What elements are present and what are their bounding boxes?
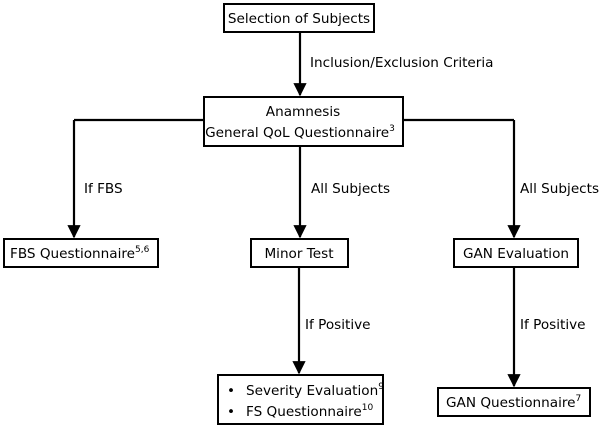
node-anamnesis-subtitle: General QoL Questionnaire [205,125,389,141]
svg-text:FBS Questionnaire5,6: FBS Questionnaire5,6 [10,245,150,262]
svg-text:FS Questionnaire10: FS Questionnaire10 [246,403,373,420]
node-fbs-questionnaire: FBS Questionnaire5,6 [3,238,159,268]
edge-label-if-positive-right: If Positive [520,317,586,333]
edge-label-if-fbs: If FBS [84,181,123,197]
node-fs-label: FS Questionnaire [246,404,362,420]
node-gan-label: GAN Evaluation [463,246,569,262]
svg-text:Severity Evaluation9: Severity Evaluation9 [246,382,384,399]
node-severity-label: Severity Evaluation [246,383,378,399]
edge-label-all-subjects-center: All Subjects [311,181,390,197]
svg-text:General QoL Questionnaire3: General QoL Questionnaire3 [205,124,395,141]
svg-text:GAN Questionnaire7: GAN Questionnaire7 [446,394,581,411]
node-severity-ref: 9 [378,382,384,392]
node-selection-of-subjects: Selection of Subjects [223,3,375,33]
node-minor-label: Minor Test [264,246,333,262]
node-anamnesis-ref: 3 [389,124,395,134]
bullet-fs: • [227,404,235,420]
node-severity-fs: • Severity Evaluation9 • FS Questionnair… [217,374,384,425]
node-fs-ref: 10 [362,403,374,413]
node-anamnesis: Anamnesis General QoL Questionnaire3 [203,96,404,147]
edge-label-criteria: Inclusion/Exclusion Criteria [310,55,493,71]
node-anamnesis-title: Anamnesis [266,104,340,120]
node-fbs-ref: 5,6 [135,245,150,255]
node-gan-q-label: GAN Questionnaire [446,395,576,411]
bullet-severity: • [227,383,235,399]
node-fbs-label: FBS Questionnaire [10,246,135,262]
node-gan-q-ref: 7 [576,394,582,404]
edge-label-all-subjects-right: All Subjects [520,181,599,197]
node-selection-label: Selection of Subjects [228,11,370,27]
node-minor-test: Minor Test [250,238,349,268]
edge-label-if-positive-center: If Positive [305,317,371,333]
node-gan-questionnaire: GAN Questionnaire7 [437,387,591,417]
node-gan-evaluation: GAN Evaluation [453,238,579,268]
